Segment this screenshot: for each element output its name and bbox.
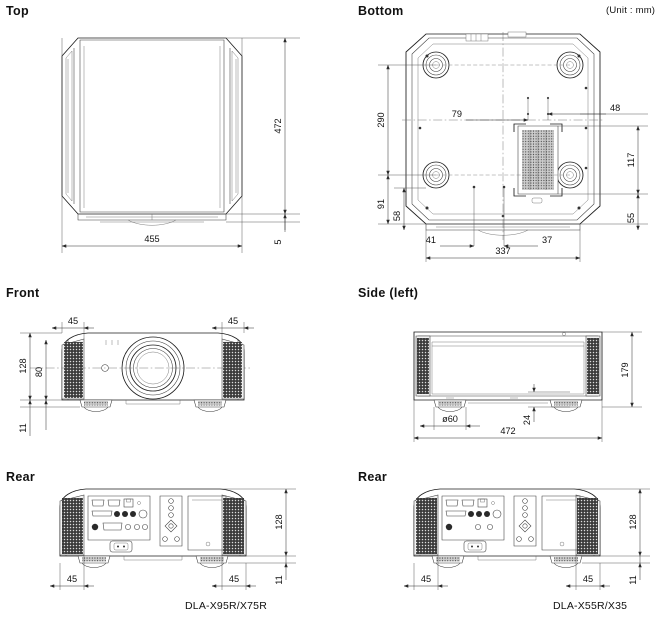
dim-bottom-290: 290 — [376, 112, 386, 127]
dim-bottom-337: 337 — [495, 246, 510, 256]
dim-rear1-128: 128 — [274, 514, 284, 529]
dim-side-24: 24 — [522, 415, 532, 425]
dim-side-472: 472 — [500, 426, 515, 436]
dim-rear1-11: 11 — [274, 575, 284, 585]
view-side-left-drawing: 179 24 ø60 472 — [413, 331, 642, 442]
dim-front-11: 11 — [18, 423, 28, 433]
view-top-drawing: 472 5 455 — [61, 37, 300, 253]
view-rear-1-label: Rear — [6, 470, 35, 484]
view-bottom: Bottom — [358, 4, 404, 18]
view-bottom-drawing: 290 91 58 79 48 117 55 41 37 337 — [376, 31, 648, 262]
dim-bottom-58: 58 — [392, 211, 402, 221]
view-bottom-label: Bottom — [358, 4, 404, 18]
view-side-left-label: Side (left) — [358, 286, 419, 300]
view-front-drawing: 45 45 128 80 11 — [18, 316, 254, 436]
dim-bottom-117: 117 — [626, 153, 636, 168]
dim-rear1-45-left: 45 — [67, 574, 77, 584]
dim-side-dia60: ø60 — [442, 414, 458, 424]
view-top: Top — [6, 4, 29, 18]
caption-model-1: DLA-X95R/X75R — [185, 600, 267, 612]
dim-rear1-45-right: 45 — [229, 574, 239, 584]
dim-bottom-91: 91 — [376, 199, 386, 209]
dim-front-45-right: 45 — [228, 316, 238, 326]
view-top-label: Top — [6, 4, 29, 18]
view-rear-2-drawing: 128 11 45 45 — [403, 488, 650, 590]
dim-top-455: 455 — [144, 234, 159, 244]
dim-front-45-left: 45 — [68, 316, 78, 326]
dim-rear2-11: 11 — [628, 575, 638, 585]
view-side-left: Side (left) — [358, 286, 418, 300]
view-rear-2-label: Rear — [358, 470, 387, 484]
dim-side-179: 179 — [620, 362, 630, 377]
view-rear-1-drawing: 128 11 45 45 — [49, 488, 296, 590]
dim-top-5: 5 — [273, 239, 283, 244]
dim-bottom-48: 48 — [610, 103, 620, 113]
unit-note: (Unit : mm) — [606, 5, 656, 16]
dim-rear2-45-left: 45 — [421, 574, 431, 584]
dim-bottom-55: 55 — [626, 213, 636, 223]
dim-bottom-41: 41 — [426, 235, 436, 245]
view-rear-1: Rear — [6, 470, 35, 484]
dim-top-472: 472 — [273, 118, 283, 133]
dim-front-80: 80 — [34, 367, 44, 377]
dim-rear2-128: 128 — [628, 514, 638, 529]
dim-bottom-37: 37 — [542, 235, 552, 245]
view-front-label: Front — [6, 286, 40, 300]
dim-rear2-45-right: 45 — [583, 574, 593, 584]
caption-model-2: DLA-X55R/X35 — [553, 600, 628, 612]
dim-front-128: 128 — [18, 358, 28, 373]
view-front: Front — [6, 286, 39, 300]
view-rear-2: Rear — [358, 470, 387, 484]
dim-bottom-79: 79 — [452, 109, 462, 119]
